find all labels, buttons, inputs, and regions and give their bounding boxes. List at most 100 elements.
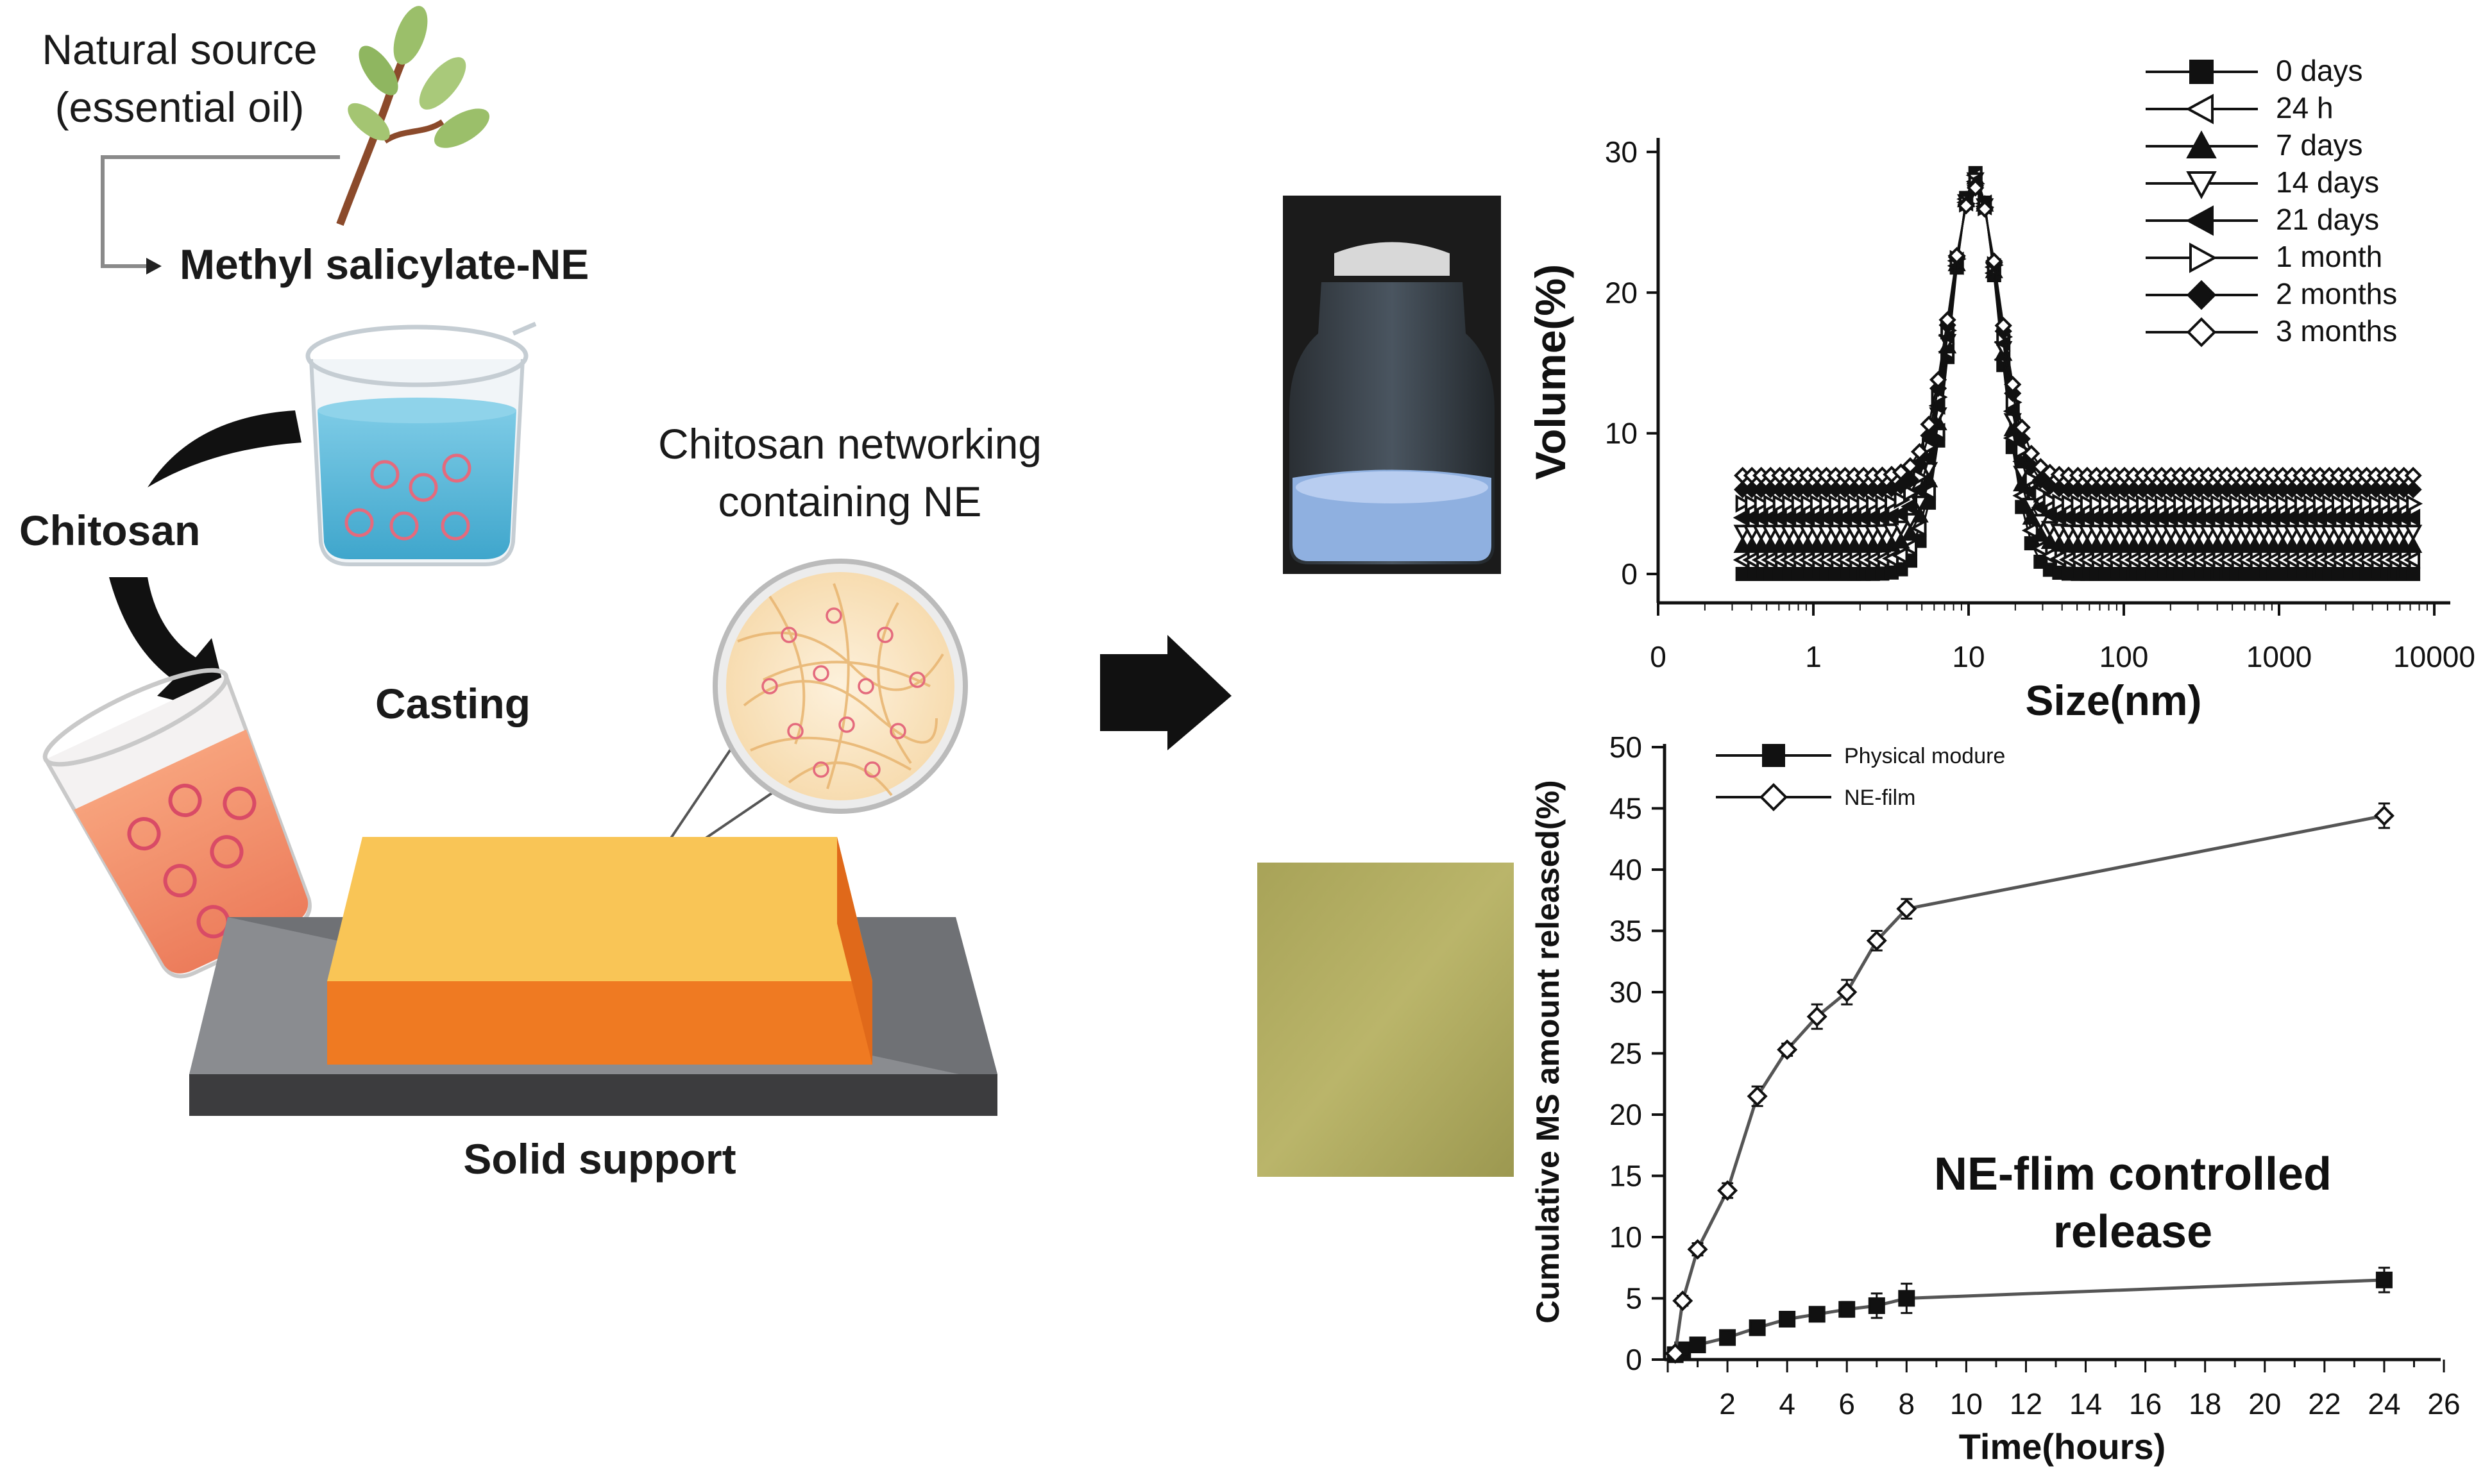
chart1-xtick-label-4: 1000 bbox=[2246, 640, 2312, 673]
chart2-ytick-label-4: 20 bbox=[1609, 1098, 1642, 1131]
chart1-point bbox=[1901, 457, 1919, 475]
chart1-point bbox=[2004, 384, 2022, 403]
chart1-point bbox=[1967, 179, 1985, 197]
chart2-ytick-label-3: 15 bbox=[1609, 1159, 1642, 1193]
chart1-point bbox=[2406, 494, 2423, 513]
chart1-point bbox=[1891, 504, 1908, 523]
chart2-xtick-label-3: 8 bbox=[1899, 1387, 1915, 1421]
chart1-point bbox=[2359, 494, 2377, 513]
chart2-ytick-label-6: 30 bbox=[1609, 975, 1642, 1009]
chart1-point bbox=[2341, 494, 2358, 513]
chart1-point bbox=[2031, 525, 2050, 542]
chart2-point-1 bbox=[1747, 1086, 1768, 1107]
chart2-point-0 bbox=[1808, 1306, 1826, 1323]
chart1-point bbox=[1865, 494, 1883, 513]
chart1-point bbox=[2210, 494, 2228, 513]
chart1-point bbox=[1919, 482, 1937, 501]
chart2-annotation-line1: NE-flim controlled bbox=[1934, 1149, 2332, 1200]
preparation-scheme: Natural source (essential oil) Methyl sa… bbox=[19, 6, 1042, 1183]
chart1-point bbox=[1910, 443, 1929, 461]
chart1-point bbox=[1910, 519, 1927, 537]
chart1-point bbox=[2040, 532, 2059, 550]
chart1-point bbox=[2182, 494, 2200, 513]
beaker-ne-icon bbox=[305, 321, 537, 566]
chart1-point bbox=[2173, 494, 2191, 513]
chart1-point bbox=[1884, 493, 1901, 512]
chart2-point-0 bbox=[1868, 1297, 1885, 1314]
chart2-point-1 bbox=[1777, 1039, 1798, 1060]
chart1-point bbox=[2248, 494, 2265, 513]
chart1-point bbox=[2117, 494, 2134, 513]
chart2-point-1 bbox=[2373, 805, 2395, 826]
chart1-point bbox=[2031, 458, 2049, 476]
casting-arrow-icon bbox=[109, 577, 231, 715]
chart1-point bbox=[2155, 494, 2172, 513]
curved-arrow-icon bbox=[148, 410, 301, 487]
chart1-point bbox=[2089, 494, 2106, 513]
chart2-x-label: Time(hours) bbox=[1959, 1426, 2166, 1467]
chart1-xtick-label-0: 0 bbox=[1650, 640, 1666, 673]
methyl-salicylate-label: Methyl salicylate-NE bbox=[180, 240, 589, 288]
chart2-series-line-1 bbox=[1674, 814, 2385, 1354]
chart1-point bbox=[2071, 494, 2088, 513]
chart1-point bbox=[1801, 494, 1818, 513]
chart1-point bbox=[2403, 536, 2423, 553]
chart1-point bbox=[2403, 525, 2423, 542]
chart2-xtick-label-11: 24 bbox=[2368, 1387, 2400, 1421]
chart1-point bbox=[1947, 246, 1966, 265]
chart1-point bbox=[2350, 494, 2367, 513]
chart1-point bbox=[1838, 494, 1855, 513]
chart1-point bbox=[1856, 494, 1874, 513]
chart1-point bbox=[1892, 520, 1910, 537]
solid-support-label: Solid support bbox=[463, 1135, 736, 1183]
chart2-xtick-label-10: 22 bbox=[2308, 1387, 2341, 1421]
chart1-legend-marker-4 bbox=[2185, 205, 2214, 236]
network-label-line2: containing NE bbox=[718, 478, 982, 525]
chart2-legend-marker-1 bbox=[1759, 782, 1788, 812]
chart2-xtick-label-5: 12 bbox=[2010, 1387, 2042, 1421]
chart2-point-1 bbox=[1672, 1290, 1693, 1311]
chart1-point bbox=[2387, 494, 2405, 513]
chitosan-network-zoom-icon bbox=[713, 559, 968, 814]
chart1-point bbox=[2126, 494, 2144, 513]
chart1-point bbox=[1903, 484, 1920, 502]
chart2-xtick-label-7: 16 bbox=[2129, 1387, 2162, 1421]
chart1-point bbox=[1828, 494, 1845, 513]
chart2-ytick-label-8: 40 bbox=[1609, 853, 1642, 886]
chart2-point-0 bbox=[1779, 1310, 1796, 1328]
chart1-point bbox=[2041, 477, 2059, 496]
chart1-point bbox=[1810, 494, 1827, 513]
chart1-point bbox=[2031, 471, 2049, 489]
chart2-xtick-label-12: 26 bbox=[2427, 1387, 2460, 1421]
chart1-point bbox=[2257, 494, 2274, 513]
chart1-point bbox=[2080, 494, 2097, 513]
chart1-ytick-label-0: 0 bbox=[1621, 557, 1638, 591]
chart1-point bbox=[1772, 494, 1790, 513]
chart1-xtick-label-1: 1 bbox=[1805, 640, 1822, 673]
process-arrow-icon bbox=[1100, 635, 1232, 750]
chart1-point bbox=[2285, 494, 2302, 513]
chart1-legend-marker-0 bbox=[2189, 60, 2214, 84]
chart1-point bbox=[1894, 491, 1911, 509]
chart1-point bbox=[2024, 469, 2041, 489]
chart1-legend-label-1: 24 h bbox=[2276, 91, 2334, 124]
chart1-point bbox=[2403, 550, 2421, 569]
chart1-point bbox=[2404, 480, 2422, 499]
chart2-xtick-label-2: 6 bbox=[1838, 1387, 1855, 1421]
chart1-point bbox=[1901, 497, 1918, 516]
chart1-legend-marker-3 bbox=[2186, 171, 2217, 199]
chart1-point bbox=[1892, 477, 1910, 495]
network-label-line1: Chitosan networking bbox=[658, 420, 1042, 468]
chart1-point bbox=[2013, 418, 2031, 437]
chart2-point-1 bbox=[1687, 1239, 1708, 1260]
chart2-ytick-label-7: 35 bbox=[1609, 915, 1642, 948]
chart1-point bbox=[2403, 509, 2421, 527]
chart1-point bbox=[2061, 494, 2078, 513]
chart2-legend-marker-0 bbox=[1762, 744, 1785, 767]
chart1-point bbox=[1994, 317, 2012, 335]
chart1-xtick-label-5: 10000 bbox=[2393, 640, 2475, 673]
chart1-legend-label-6: 2 months bbox=[2276, 277, 2397, 310]
chart2-point-0 bbox=[1689, 1336, 1706, 1354]
